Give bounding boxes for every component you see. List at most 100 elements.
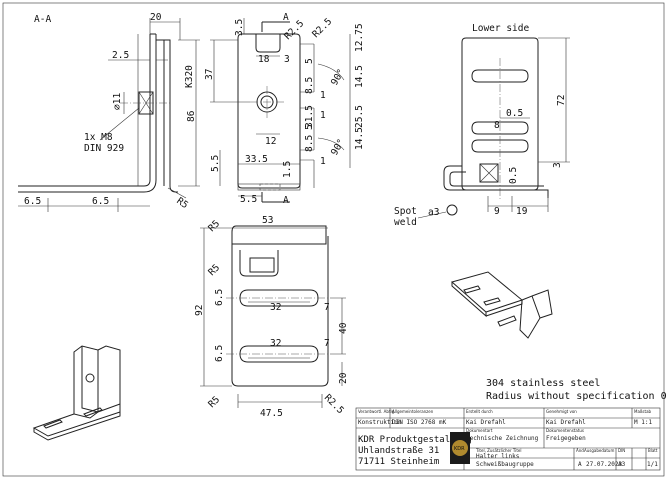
dim-7b: 7: [324, 338, 330, 349]
dim-86: 86: [186, 110, 197, 122]
dim-5b: 5: [304, 124, 315, 130]
rev-label: Änd.: [576, 448, 585, 453]
title-label: Titel, Zusätzlicher Titel: [475, 448, 522, 453]
weld-label: weld: [394, 217, 417, 228]
plan-view: 53 R5 R5 6.5 32 7 92 40 6.5 32 7 20 R5 4…: [194, 215, 349, 419]
dim-6-5d: 6.5: [214, 345, 225, 362]
scale-label: Maßstab: [634, 409, 652, 414]
date-label: Ausgabedatum: [584, 448, 614, 453]
spot-label: Spot: [394, 206, 417, 217]
dim-53: 53: [262, 215, 273, 226]
dim-0-5a: 0.5: [506, 108, 523, 119]
dim-8-5a: 8.5: [304, 77, 315, 94]
dim-1a: 1: [320, 90, 326, 101]
title-value1: Halter links: [476, 453, 520, 460]
dim-12-75: 12.75: [354, 23, 365, 52]
fastener-line1: 1x M8: [84, 132, 113, 143]
company-line2: Uhlandstraße 31: [358, 446, 439, 456]
dim-6-5b: 6.5: [92, 196, 109, 207]
dim-k320: K320: [184, 65, 195, 88]
dim-r2-5b: R2.5: [310, 16, 334, 40]
dim-32b: 32: [270, 338, 281, 349]
company-line1: KDR Produktgestaltung: [358, 435, 472, 445]
company-line3: 71711 Steinheim: [358, 457, 439, 467]
sheet-label: Blatt: [648, 448, 658, 453]
dim-5-5a: 5.5: [210, 155, 221, 172]
dim-31-5: 31.5: [304, 105, 315, 128]
rev-value: A: [578, 461, 582, 468]
material-note: 304 stainless steel: [486, 378, 600, 389]
creator-value: Kai Drefahl: [466, 419, 506, 426]
status-label: Dokumentenstatus: [546, 428, 584, 433]
cut-marker-top: A: [283, 12, 289, 23]
sheet-value: 1/1: [647, 461, 658, 468]
weld-symbol: a3: [428, 207, 439, 218]
dim-3a: 3: [284, 54, 290, 65]
dim-20b: 20: [338, 372, 349, 384]
section-view-a-a: A-A 20 2.5 K320 ⌀11 86 1x M8 DIN 929 6.5…: [18, 12, 200, 212]
dim-2-5: 2.5: [112, 50, 129, 61]
nut-plan: [249, 257, 275, 273]
date-value: 27.07.2023: [586, 461, 623, 468]
iso-view-left: [32, 345, 121, 441]
dim-90b: 90°: [329, 137, 347, 157]
dim-33-5: 33.5: [245, 154, 268, 165]
dim-19: 19: [516, 206, 528, 217]
status-value: Freigegeben: [546, 435, 586, 442]
dim-1b: 1: [320, 110, 326, 121]
dim-r2-5c: R2.5: [322, 392, 346, 416]
dim-14-5a: 14.5: [354, 65, 365, 88]
dim-72: 72: [556, 95, 567, 106]
creator-label: Erstellt durch: [466, 409, 493, 414]
resp-dept-label: Verantwortl. Abtlg.: [358, 409, 395, 414]
dim-32a: 32: [270, 302, 281, 313]
title-value2: Schweißbaugruppe: [476, 461, 534, 468]
approved-label: Genehmigt von: [546, 409, 577, 414]
dim-3-5: 3.5: [234, 19, 245, 36]
dim-14-5b: 14.5: [354, 127, 365, 150]
dim-7a: 7: [324, 302, 330, 313]
lower-side-label: Lower side: [472, 23, 529, 34]
size-value: A3: [618, 461, 626, 468]
dim-37: 37: [204, 69, 215, 80]
dim-90a: 90°: [329, 67, 347, 87]
dim-1-5: 1.5: [282, 161, 293, 178]
title-block: Verantwortl. Abtlg. Konstruktion Allgeme…: [355, 407, 661, 471]
lower-side-view: Lower side 72 0.5 8 0.5 3 9 19 a3 Spot w…: [394, 23, 570, 228]
dim-r5c: R5: [206, 262, 222, 278]
dim-6-5c: 6.5: [214, 289, 225, 306]
dim-r5: R5: [174, 196, 190, 212]
doctype-value: Technische Zeichnung: [466, 435, 539, 442]
doctype-label: Dokumentart: [466, 428, 493, 433]
dim-40: 40: [338, 322, 349, 334]
dim-9: 9: [494, 206, 500, 217]
dim-d11: ⌀11: [112, 93, 123, 110]
dim-5a: 5: [304, 58, 315, 64]
dim-8-5b: 8.5: [304, 135, 315, 152]
dim-0-5b: 0.5: [508, 167, 519, 184]
radius-note: Radius without specification 0.5: [486, 391, 667, 402]
dim-25-5: 25.5: [354, 105, 365, 128]
approved-value: Kai Drefahl: [546, 419, 586, 426]
dim-12: 12: [265, 136, 276, 147]
section-label: A-A: [34, 14, 51, 25]
cut-marker-bottom: A: [283, 195, 289, 206]
dim-r5b: R5: [206, 218, 222, 234]
scale-value: M 1:1: [634, 419, 652, 426]
fastener-line2: DIN 929: [84, 143, 124, 154]
dim-r5d: R5: [206, 394, 222, 410]
resp-dept-value: Konstruktion: [358, 419, 402, 426]
logo-emblem: [452, 440, 468, 456]
size-label: DIN: [618, 448, 625, 453]
dim-92: 92: [194, 305, 205, 316]
std-value: DIN ISO 2768 mK: [392, 419, 447, 426]
iso-view-right: [450, 271, 553, 339]
dim-3c: 3: [552, 162, 563, 168]
front-view: A A 3.5 R2.5 R2.5 12.75 18 3 5 37 90° 90…: [204, 12, 365, 206]
dim-8: 8: [494, 120, 500, 131]
dim-47-5: 47.5: [260, 408, 283, 419]
dim-6-5a: 6.5: [24, 196, 41, 207]
dim-18: 18: [258, 54, 270, 65]
